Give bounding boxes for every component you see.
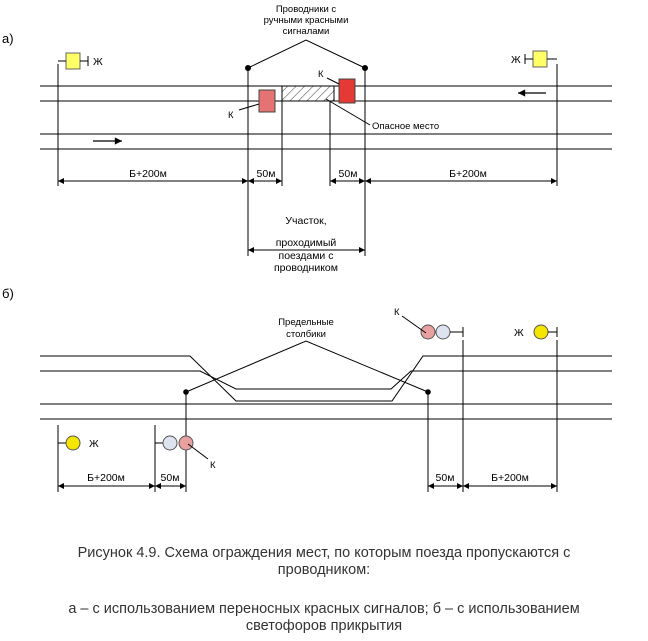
posts-roof <box>185 340 429 393</box>
diagram-a-label: а) <box>2 31 14 46</box>
yellow-signal-left <box>58 52 89 70</box>
posts-label-line1: Предельные <box>278 317 334 328</box>
diagram-a-extension-lines <box>57 64 558 256</box>
yellow-signal-right-letter: Ж <box>511 54 521 66</box>
conductors-label-line2: ручными красными <box>264 15 349 26</box>
yellow-lamp-signal-right <box>533 324 558 340</box>
section-label-line2: проходимый <box>276 237 337 249</box>
yellow-lamp-right-letter: Ж <box>514 327 524 339</box>
yellow-signal-left-letter: Ж <box>93 56 103 68</box>
caption-line1: Рисунок 4.9. Схема ограждения мест, по к… <box>77 545 571 561</box>
section-label-line3: поездами с <box>279 250 334 262</box>
yellow-lamp-signal-left <box>57 435 81 451</box>
dim-a-50-left: 50м <box>257 168 276 180</box>
dim-b-50-right: 50м <box>436 472 455 484</box>
posts-label-line2: столбики <box>286 329 326 340</box>
caption-line4: светофоров прикрытия <box>245 618 403 634</box>
section-label-line4: проводником <box>274 262 338 274</box>
danger-place-area <box>281 85 335 102</box>
dim-b-b200-right: Б+200м <box>491 472 529 484</box>
danger-place-label: Опасное место <box>372 121 439 132</box>
conductor-right-dot <box>362 65 368 71</box>
cover-signal-left-letter: К <box>210 460 216 471</box>
red-signal-left-letter: К <box>228 110 234 121</box>
dim-b-b200-left: Б+200м <box>87 472 125 484</box>
dim-b-50-left: 50м <box>161 472 180 484</box>
section-label-line1: Участок, <box>285 215 326 227</box>
caption-line3: а – с использованием переносных красных … <box>68 601 580 617</box>
red-signal-left <box>258 89 276 113</box>
dim-a-b200-left: Б+200м <box>129 168 167 180</box>
conductors-label-line3: сигналами <box>283 26 330 37</box>
conductor-left-dot <box>245 65 251 71</box>
conductors-label-line1: Проводники с <box>276 4 337 15</box>
danger-place-leader <box>325 98 371 126</box>
diagram-a-dimensions <box>58 178 557 253</box>
cover-signal-right <box>420 324 464 340</box>
conductors-roof <box>247 39 366 69</box>
diagram-canvas: а) Проводники с ручными красными сигнала… <box>2 4 612 492</box>
diagram-b-extension-lines <box>57 340 558 492</box>
dim-a-b200-right: Б+200м <box>449 168 487 180</box>
red-signal-right <box>338 78 356 104</box>
diagram-b-label: б) <box>2 286 14 301</box>
dim-a-50-right: 50м <box>339 168 358 180</box>
diagram-b-tracks <box>40 355 612 420</box>
red-signal-right-letter: К <box>318 69 324 80</box>
yellow-signal-right <box>524 50 557 68</box>
caption-line2: проводником: <box>277 562 371 578</box>
yellow-lamp-left-letter: Ж <box>89 438 99 450</box>
cover-signal-right-letter: К <box>394 307 400 318</box>
cover-signal-left <box>154 435 194 451</box>
